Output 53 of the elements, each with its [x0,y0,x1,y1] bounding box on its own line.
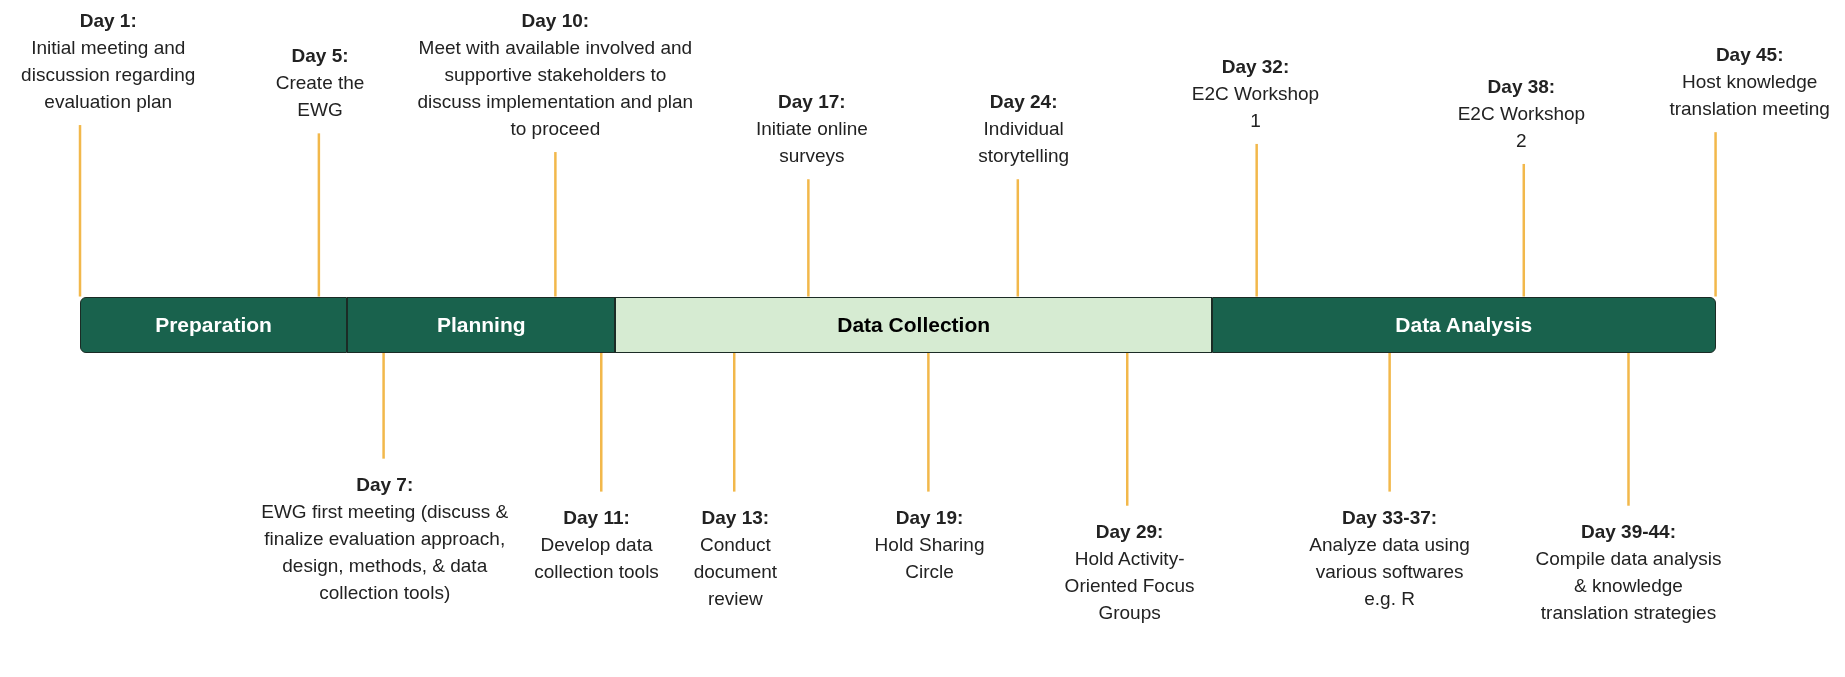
day-label: Day 10: [521,9,590,34]
event-description: Hold Sharing Circle [873,532,986,584]
day-label: Day 45: [1715,43,1784,68]
connector-line [733,353,736,492]
event-description: Individual storytelling [977,117,1071,169]
day-label: Day 5: [291,44,349,69]
day-label: Day 7: [356,472,414,497]
day-label: Day 13: [701,505,770,530]
day-label: Day 29: [1095,519,1164,544]
day-label: Day 38: [1487,74,1556,99]
event-description: Compile data analysis & knowledge translation strategies [1534,546,1723,625]
connector-line [1016,179,1020,297]
event-description: Hold Activity-Oriented Focus Groups [1063,546,1196,625]
connector-line [554,152,557,297]
connector-line [1627,353,1630,506]
phase-band [347,296,616,353]
phase-label: Planning [436,312,526,338]
day-label: Day 1: [79,9,137,34]
day-label: Day 17: [778,90,846,115]
day-label: Day 32: [1221,54,1290,79]
phase-label: Data Analysis [1395,312,1533,338]
phase-label: Data Collection [837,312,991,338]
event-description: Initial meeting and discussion regarding evaluation plan [20,36,197,115]
event-description: Host knowledge translation meeting [1668,70,1831,122]
event-description: E2C Workshop 1 [1190,81,1321,133]
connector-line [317,133,321,297]
day-label: Day 33-37: [1342,505,1438,530]
event-description: EWG first meeting (discuss & finalize evaluation approach, design, methods, & data collection tools) [260,499,510,605]
phase-band [80,296,348,353]
phase-band [615,296,1212,353]
day-label: Day 11: [563,505,630,530]
event-description: Analyze data using various softwares e.g. R [1308,532,1471,611]
event-description: E2C Workshop 2 [1456,101,1587,153]
connector-line [1714,132,1717,297]
event-description: Initiate online surveys [754,117,869,169]
connector-line [1388,353,1391,492]
connector-line [807,179,810,297]
phase-band [1211,296,1716,353]
day-label: Day 39-44: [1580,519,1676,544]
connector-line [382,353,385,459]
event-description: Meet with available involved and supportive stakeholders to discuss implementation and plan to proceed [416,36,695,142]
phase-label: Preparation [155,312,272,338]
day-label: Day 19: [895,505,964,530]
day-label: Day 24: [989,90,1058,115]
event-description: Conduct document review [692,532,779,611]
event-description: Develop data collection tools [533,532,660,584]
connector-line [1522,163,1525,297]
event-description: Create the EWG [274,71,366,123]
connector-line [1255,143,1258,297]
connector-line [1126,353,1129,506]
connector-line [600,353,603,492]
connector-line [927,353,930,492]
connector-line [78,125,82,297]
